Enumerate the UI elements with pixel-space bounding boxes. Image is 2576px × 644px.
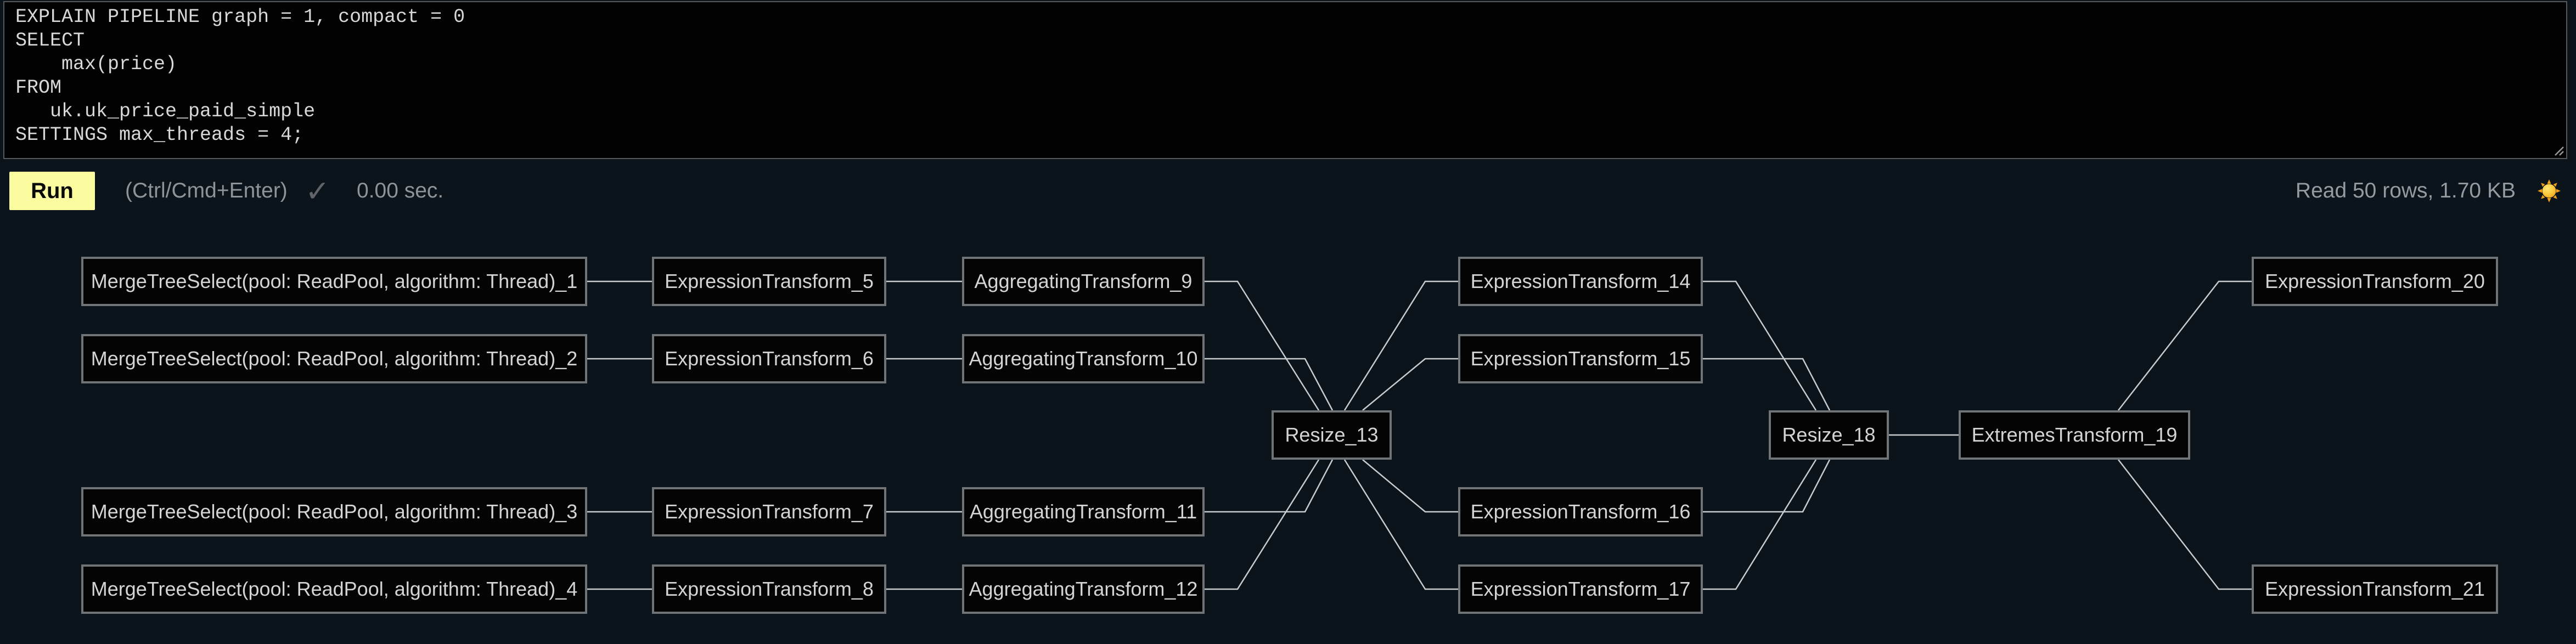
graph-node-expression-transform-6: ExpressionTransform_6 [652,334,886,383]
pipeline-edge-resize-13--expression-transform-14 [1343,280,1458,411]
pipeline-edge-expression-transform-14--resize-18 [1703,280,1817,411]
pipeline-edge-aggregating-transform-12--resize-13 [1205,459,1320,590]
run-button[interactable]: Run [9,172,95,210]
graph-node-resize-13: Resize_13 [1272,410,1392,460]
graph-node-aggregating-transform-11: AggregatingTransform_11 [962,487,1205,536]
success-check-icon: ✓ [305,173,330,208]
graph-node-expression-transform-17: ExpressionTransform_17 [1458,564,1703,614]
graph-node-expression-transform-20: ExpressionTransform_20 [2252,257,2498,306]
read-stats: Read 50 rows, 1.70 KB [2295,179,2516,202]
shortcut-hint: (Ctrl/Cmd+Enter) [125,179,288,202]
pipeline-edge-aggregating-transform-9--resize-13 [1205,280,1320,411]
pipeline-edge-aggregating-transform-10--resize-13 [1205,358,1334,411]
graph-node-mergetree-select-3: MergeTreeSelect(pool: ReadPool, algorith… [81,487,587,536]
graph-node-resize-18: Resize_18 [1769,410,1889,460]
pipeline-edge-extremes-transform-19--expression-transform-20 [2118,280,2252,411]
graph-node-expression-transform-5: ExpressionTransform_5 [652,257,886,306]
graph-node-expression-transform-15: ExpressionTransform_15 [1458,334,1703,383]
pipeline-edge-expression-transform-15--resize-18 [1703,358,1831,411]
sql-code[interactable]: EXPLAIN PIPELINE graph = 1, compact = 0 … [15,6,465,146]
theme-toggle-sun-icon[interactable] [2536,178,2562,204]
graph-node-expression-transform-21: ExpressionTransform_21 [2252,564,2498,614]
pipeline-edge-extremes-transform-19--expression-transform-21 [2118,459,2252,590]
pipeline-edge-expression-transform-17--resize-18 [1703,459,1817,590]
pipeline-edge-resize-13--expression-transform-16 [1362,459,1458,513]
resize-grip-icon[interactable] [2550,142,2564,156]
pipeline-edge-resize-13--expression-transform-15 [1362,358,1458,411]
graph-node-aggregating-transform-12: AggregatingTransform_12 [962,564,1205,614]
pipeline-edge-expression-transform-16--resize-18 [1703,459,1831,513]
graph-node-expression-transform-8: ExpressionTransform_8 [652,564,886,614]
graph-node-mergetree-select-1: MergeTreeSelect(pool: ReadPool, algorith… [81,257,587,306]
graph-node-expression-transform-14: ExpressionTransform_14 [1458,257,1703,306]
toolbar-right: Read 50 rows, 1.70 KB [2296,172,2562,210]
pipeline-edge-aggregating-transform-11--resize-13 [1205,459,1334,513]
elapsed-time: 0.00 sec. [357,179,444,202]
graph-node-extremes-transform-19: ExtremesTransform_19 [1959,410,2190,460]
graph-node-aggregating-transform-9: AggregatingTransform_9 [962,257,1205,306]
graph-node-mergetree-select-2: MergeTreeSelect(pool: ReadPool, algorith… [81,334,587,383]
graph-node-expression-transform-7: ExpressionTransform_7 [652,487,886,536]
sql-editor[interactable]: EXPLAIN PIPELINE graph = 1, compact = 0 … [3,1,2567,159]
graph-node-aggregating-transform-10: AggregatingTransform_10 [962,334,1205,383]
graph-node-mergetree-select-4: MergeTreeSelect(pool: ReadPool, algorith… [81,564,587,614]
graph-node-expression-transform-16: ExpressionTransform_16 [1458,487,1703,536]
pipeline-edge-resize-13--expression-transform-17 [1343,459,1458,590]
